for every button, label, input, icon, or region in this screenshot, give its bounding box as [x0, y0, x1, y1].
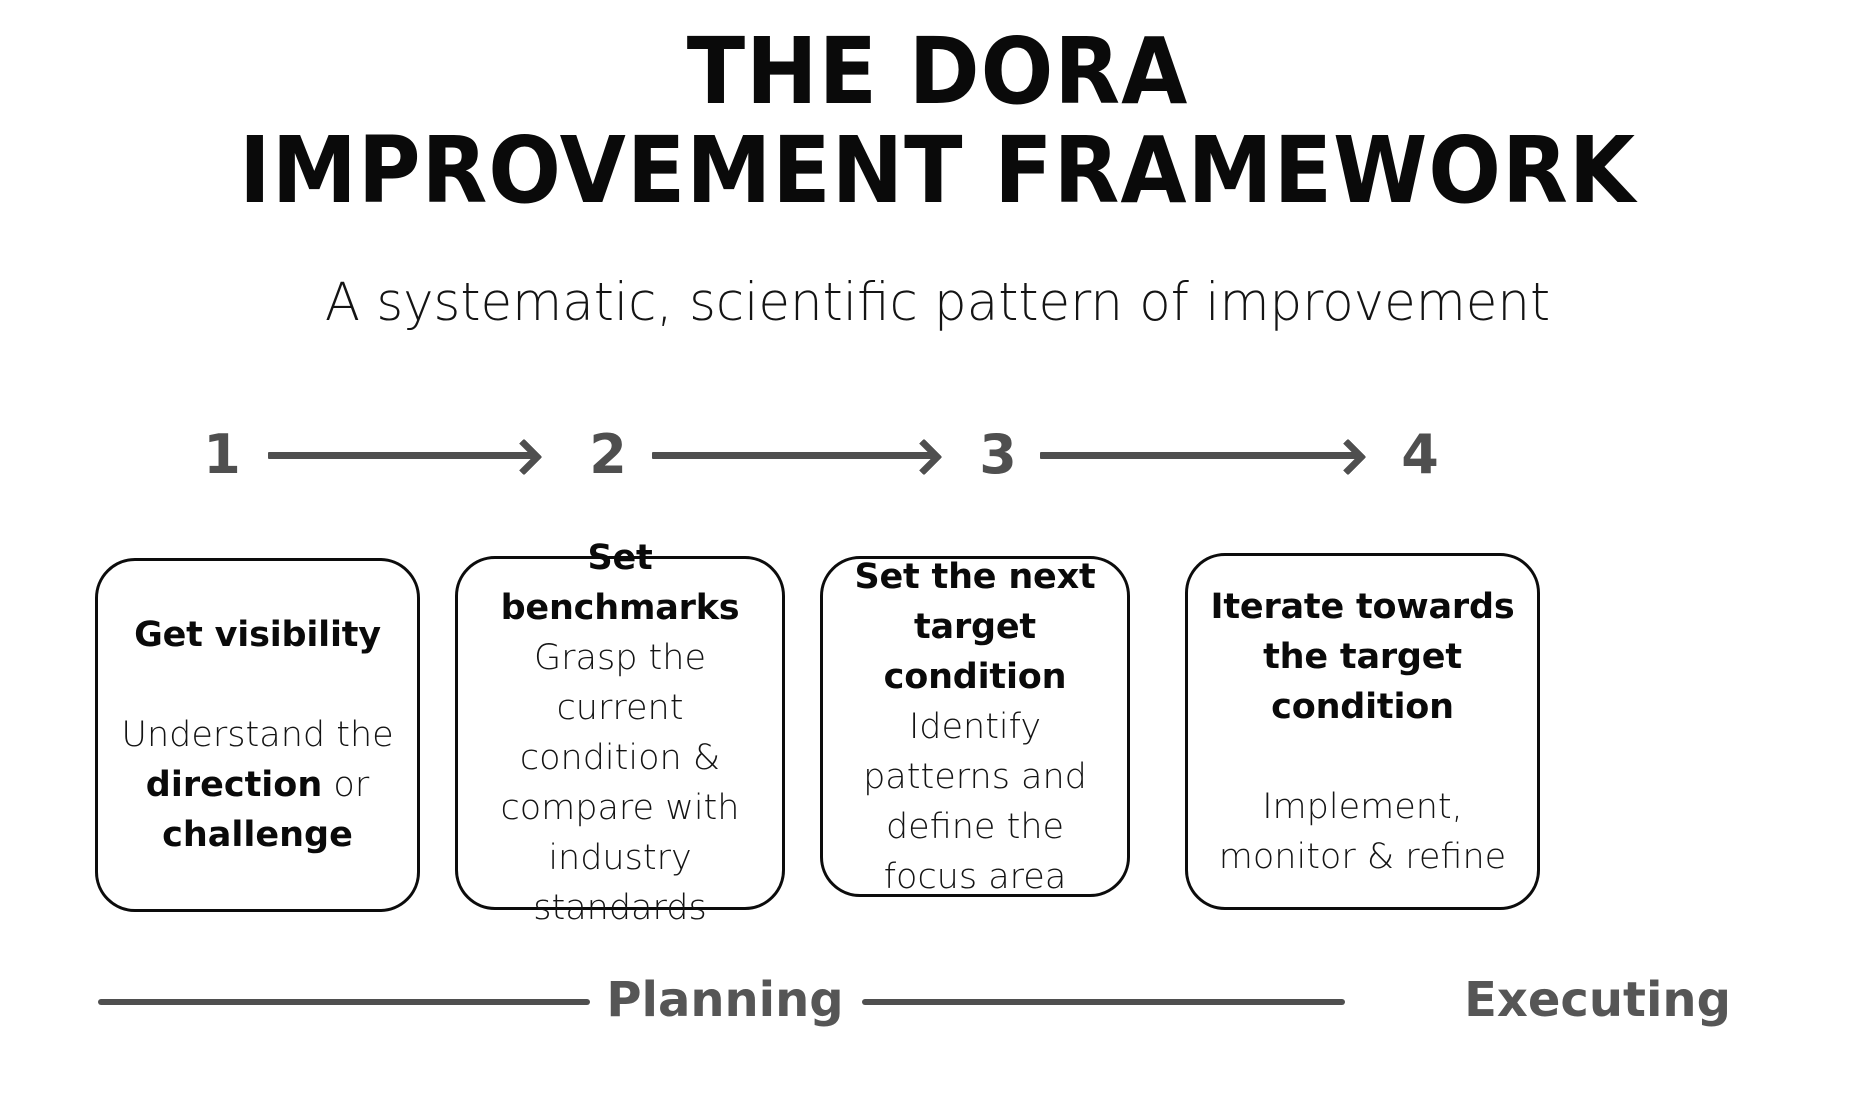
page-title: THE DORA IMPROVEMENT FRAMEWORK: [66, 22, 1810, 221]
step-arrow-3-to-4: [1040, 452, 1358, 459]
step-number-4: 4: [1401, 423, 1439, 486]
step-card-1[interactable]: Get visibility Understand the direction …: [95, 558, 420, 912]
phase-band: Planning Executing: [0, 955, 1875, 1065]
step-card-2-body: Grasp the current condition & compare wi…: [500, 638, 740, 928]
step-number-3: 3: [979, 423, 1017, 486]
page-subtitle: A systematic, scientific pattern of impr…: [324, 272, 1551, 333]
step-card-2[interactable]: Set benchmarks Grasp the current conditi…: [455, 538, 785, 928]
phase-line-left: [98, 999, 590, 1005]
step-card-1-body-bold-1: direction: [145, 765, 323, 805]
step-sequence: 1 2 3 4: [200, 424, 1650, 486]
title-line-2: IMPROVEMENT FRAMEWORK: [239, 117, 1636, 225]
step-card-2-heading: Set benchmarks: [500, 538, 740, 628]
step-card-3-heading: Set the next target condition: [854, 556, 1096, 697]
step-card-4[interactable]: Iterate towards the target condition Imp…: [1185, 553, 1540, 910]
step-card-1-body: Understand the direction or challenge: [114, 710, 401, 860]
step-card-4-heading: Iterate towards the target condition: [1210, 586, 1515, 727]
step-number-2: 2: [589, 423, 627, 486]
step-card-1-body-middle: or: [322, 765, 370, 805]
step-card-3-body: Identify patterns and define the focus a…: [863, 706, 1087, 897]
step-arrow-1-to-2: [268, 452, 534, 459]
step-card-1-body-bold-2: challenge: [162, 815, 353, 855]
title-line-1: THE DORA: [686, 18, 1189, 125]
step-card-1-heading: Get visibility: [134, 615, 381, 655]
phase-label-planning: Planning: [606, 972, 844, 1028]
step-card-1-body-prefix: Understand the: [121, 715, 394, 755]
step-card-4-body: Implement, monitor & refine: [1218, 786, 1507, 877]
step-arrow-2-to-3: [652, 452, 934, 459]
step-card-3[interactable]: Set the next target condition Identify p…: [820, 556, 1130, 897]
phase-line-right: [862, 999, 1345, 1005]
phase-label-executing: Executing: [1464, 972, 1731, 1028]
step-number-1: 1: [203, 423, 241, 486]
